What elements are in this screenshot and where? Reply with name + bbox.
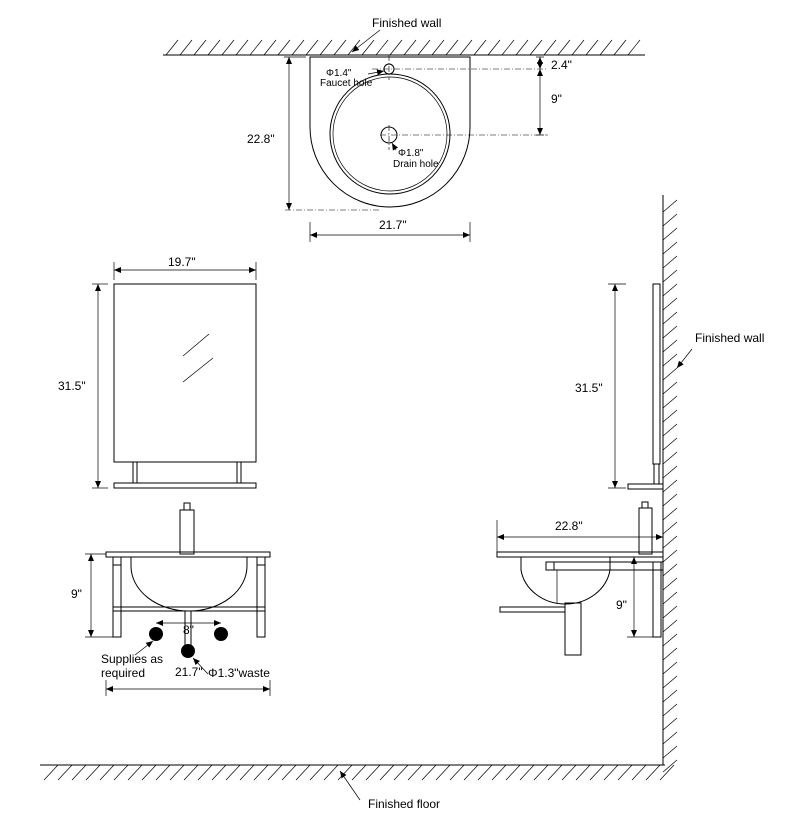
front-width-dim bbox=[105, 680, 271, 696]
top-width-dim bbox=[309, 222, 471, 242]
faucet-hole-label: Faucet hole bbox=[320, 78, 373, 89]
top-wall-leader bbox=[351, 29, 381, 53]
supply-right-icon bbox=[214, 627, 228, 641]
top-right-dims bbox=[536, 56, 544, 136]
basin-top-view bbox=[285, 55, 548, 211]
side-height-dim bbox=[627, 557, 653, 638]
supplies-leader bbox=[134, 640, 154, 656]
waste-leader bbox=[192, 657, 209, 675]
mirror-height-dim bbox=[92, 283, 108, 489]
front-basin bbox=[105, 502, 271, 658]
supply-left-icon bbox=[149, 627, 163, 641]
dim-side-height: 9" bbox=[616, 598, 627, 612]
right-finished-wall bbox=[662, 195, 678, 773]
waste-label: Φ1.3"waste bbox=[208, 666, 270, 680]
right-wall-leader bbox=[676, 348, 693, 369]
dim-front-height: 9" bbox=[71, 587, 82, 601]
dim-top-height: 22.8" bbox=[247, 132, 275, 146]
finished-floor bbox=[40, 764, 675, 781]
dim-top-width: 21.7" bbox=[379, 218, 407, 232]
waste-icon bbox=[181, 644, 195, 658]
dim-top-offset: 2.4" bbox=[551, 58, 572, 72]
dim-front-width: 21.7" bbox=[175, 665, 203, 679]
floor-label: Finished floor bbox=[368, 797, 440, 811]
dim-mirror-width: 19.7" bbox=[168, 255, 196, 269]
supplies-label-1: Supplies as bbox=[101, 652, 163, 666]
faucet-hole-leader bbox=[367, 69, 385, 76]
dim-side-mirror-height: 31.5" bbox=[575, 381, 603, 395]
faucet-hole-size: Φ1.4" bbox=[326, 68, 352, 79]
supplies-label-2: required bbox=[101, 666, 145, 680]
floor-leader bbox=[339, 770, 361, 801]
faucet bbox=[179, 509, 195, 555]
right-wall-label: Finished wall bbox=[695, 331, 764, 345]
side-faucet bbox=[638, 507, 653, 555]
drain-hole-label: Drain hole bbox=[393, 159, 439, 170]
dim-side-depth: 22.8" bbox=[555, 519, 583, 533]
drain-hole-size: Φ1.8" bbox=[398, 148, 424, 159]
front-mirror bbox=[113, 283, 257, 489]
supply-spacing-dim bbox=[156, 620, 221, 626]
dim-top-depth: 9" bbox=[551, 92, 562, 106]
dim-supply-spacing: 8" bbox=[183, 623, 194, 637]
side-basin bbox=[496, 501, 664, 656]
front-height-dim bbox=[85, 553, 113, 638]
top-wall-label: Finished wall bbox=[372, 16, 441, 30]
side-mirror-height-dim bbox=[608, 283, 626, 489]
side-depth-dim bbox=[496, 520, 663, 552]
side-mirror bbox=[627, 283, 664, 490]
dim-mirror-height: 31.5" bbox=[58, 379, 86, 393]
top-finished-wall bbox=[163, 39, 645, 56]
top-height-dim bbox=[284, 56, 306, 210]
mirror-width-dim bbox=[113, 262, 257, 280]
drain-hole-leader bbox=[391, 142, 399, 151]
